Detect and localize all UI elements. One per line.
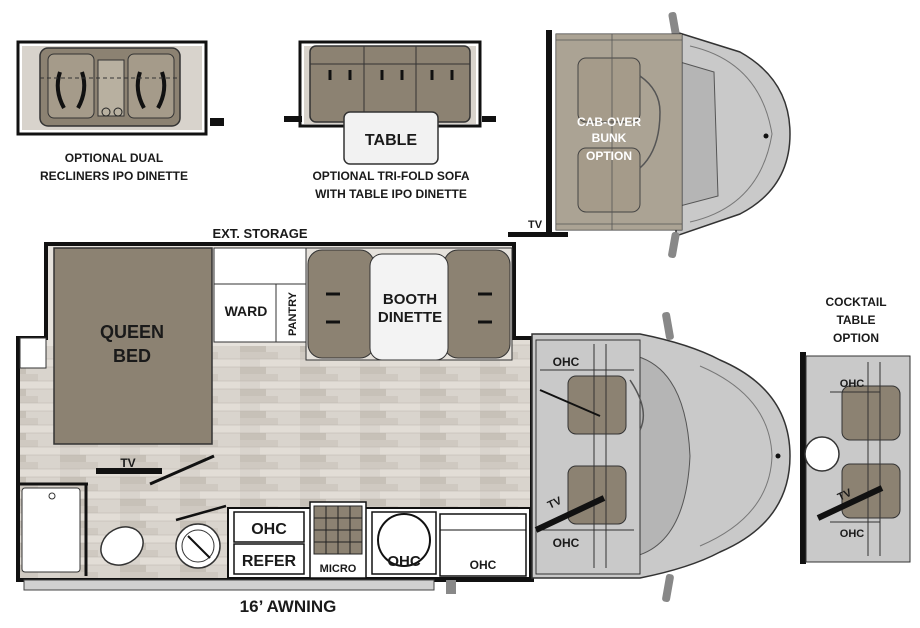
pantry-label: PANTRY [287,291,299,336]
tv-label-cab: TV [546,495,564,512]
cocktail-caption-line2: TABLE [836,313,875,327]
trifold-sofa-caption-line2: WITH TABLE IPO DINETTE [315,187,467,201]
main-floor-plan [16,242,534,594]
tv-label-cab-over: TV [528,219,543,231]
awning-label: 16’ AWNING [240,597,337,616]
ohc-label-cocktail-bottom: OHC [840,528,865,540]
ohc-label-galley-3: OHC [470,558,497,572]
ohc-label-cab-top: OHC [553,355,580,369]
queen-bed-label-line1: QUEEN [100,322,164,342]
booth-dinette-label-line2: DINETTE [378,309,442,326]
dual-recliners-option [16,40,224,136]
ward-label: WARD [225,303,268,319]
dual-recliners-caption-line1: OPTIONAL DUAL [65,151,163,165]
micro-label: MICRO [320,563,357,575]
refer-label: REFER [242,553,297,570]
dual-recliners-caption-line2: RECLINERS IPO DINETTE [40,169,188,183]
main-cab [531,311,791,603]
tv-label-cocktail: TV [836,487,854,504]
table-label: TABLE [365,132,417,149]
queen-bed-label-line2: BED [113,346,151,366]
ohc-label-galley-2: OHC [387,553,421,570]
cab-over-bunk-label-line2: BUNK [592,131,627,145]
cocktail-caption-line1: COCKTAIL [825,295,886,309]
cocktail-caption-line3: OPTION [833,331,879,345]
ohc-label-cocktail-top: OHC [840,378,865,390]
tv-label-bedroom: TV [120,456,135,470]
cab-over-bunk-option [508,11,791,259]
ohc-label-galley-1: OHC [251,521,287,538]
trifold-sofa-caption-line1: OPTIONAL TRI-FOLD SOFA [312,169,469,183]
cab-over-bunk-label-line3: OPTION [586,149,632,163]
ohc-label-cab-bottom: OHC [553,536,580,550]
cocktail-table-option [800,352,911,564]
cab-over-bunk-label-line1: CAB-OVER [577,115,641,129]
booth-dinette-label-line1: BOOTH [383,291,437,308]
trifold-sofa-option [284,40,496,165]
ext-storage-label: EXT. STORAGE [212,226,307,241]
